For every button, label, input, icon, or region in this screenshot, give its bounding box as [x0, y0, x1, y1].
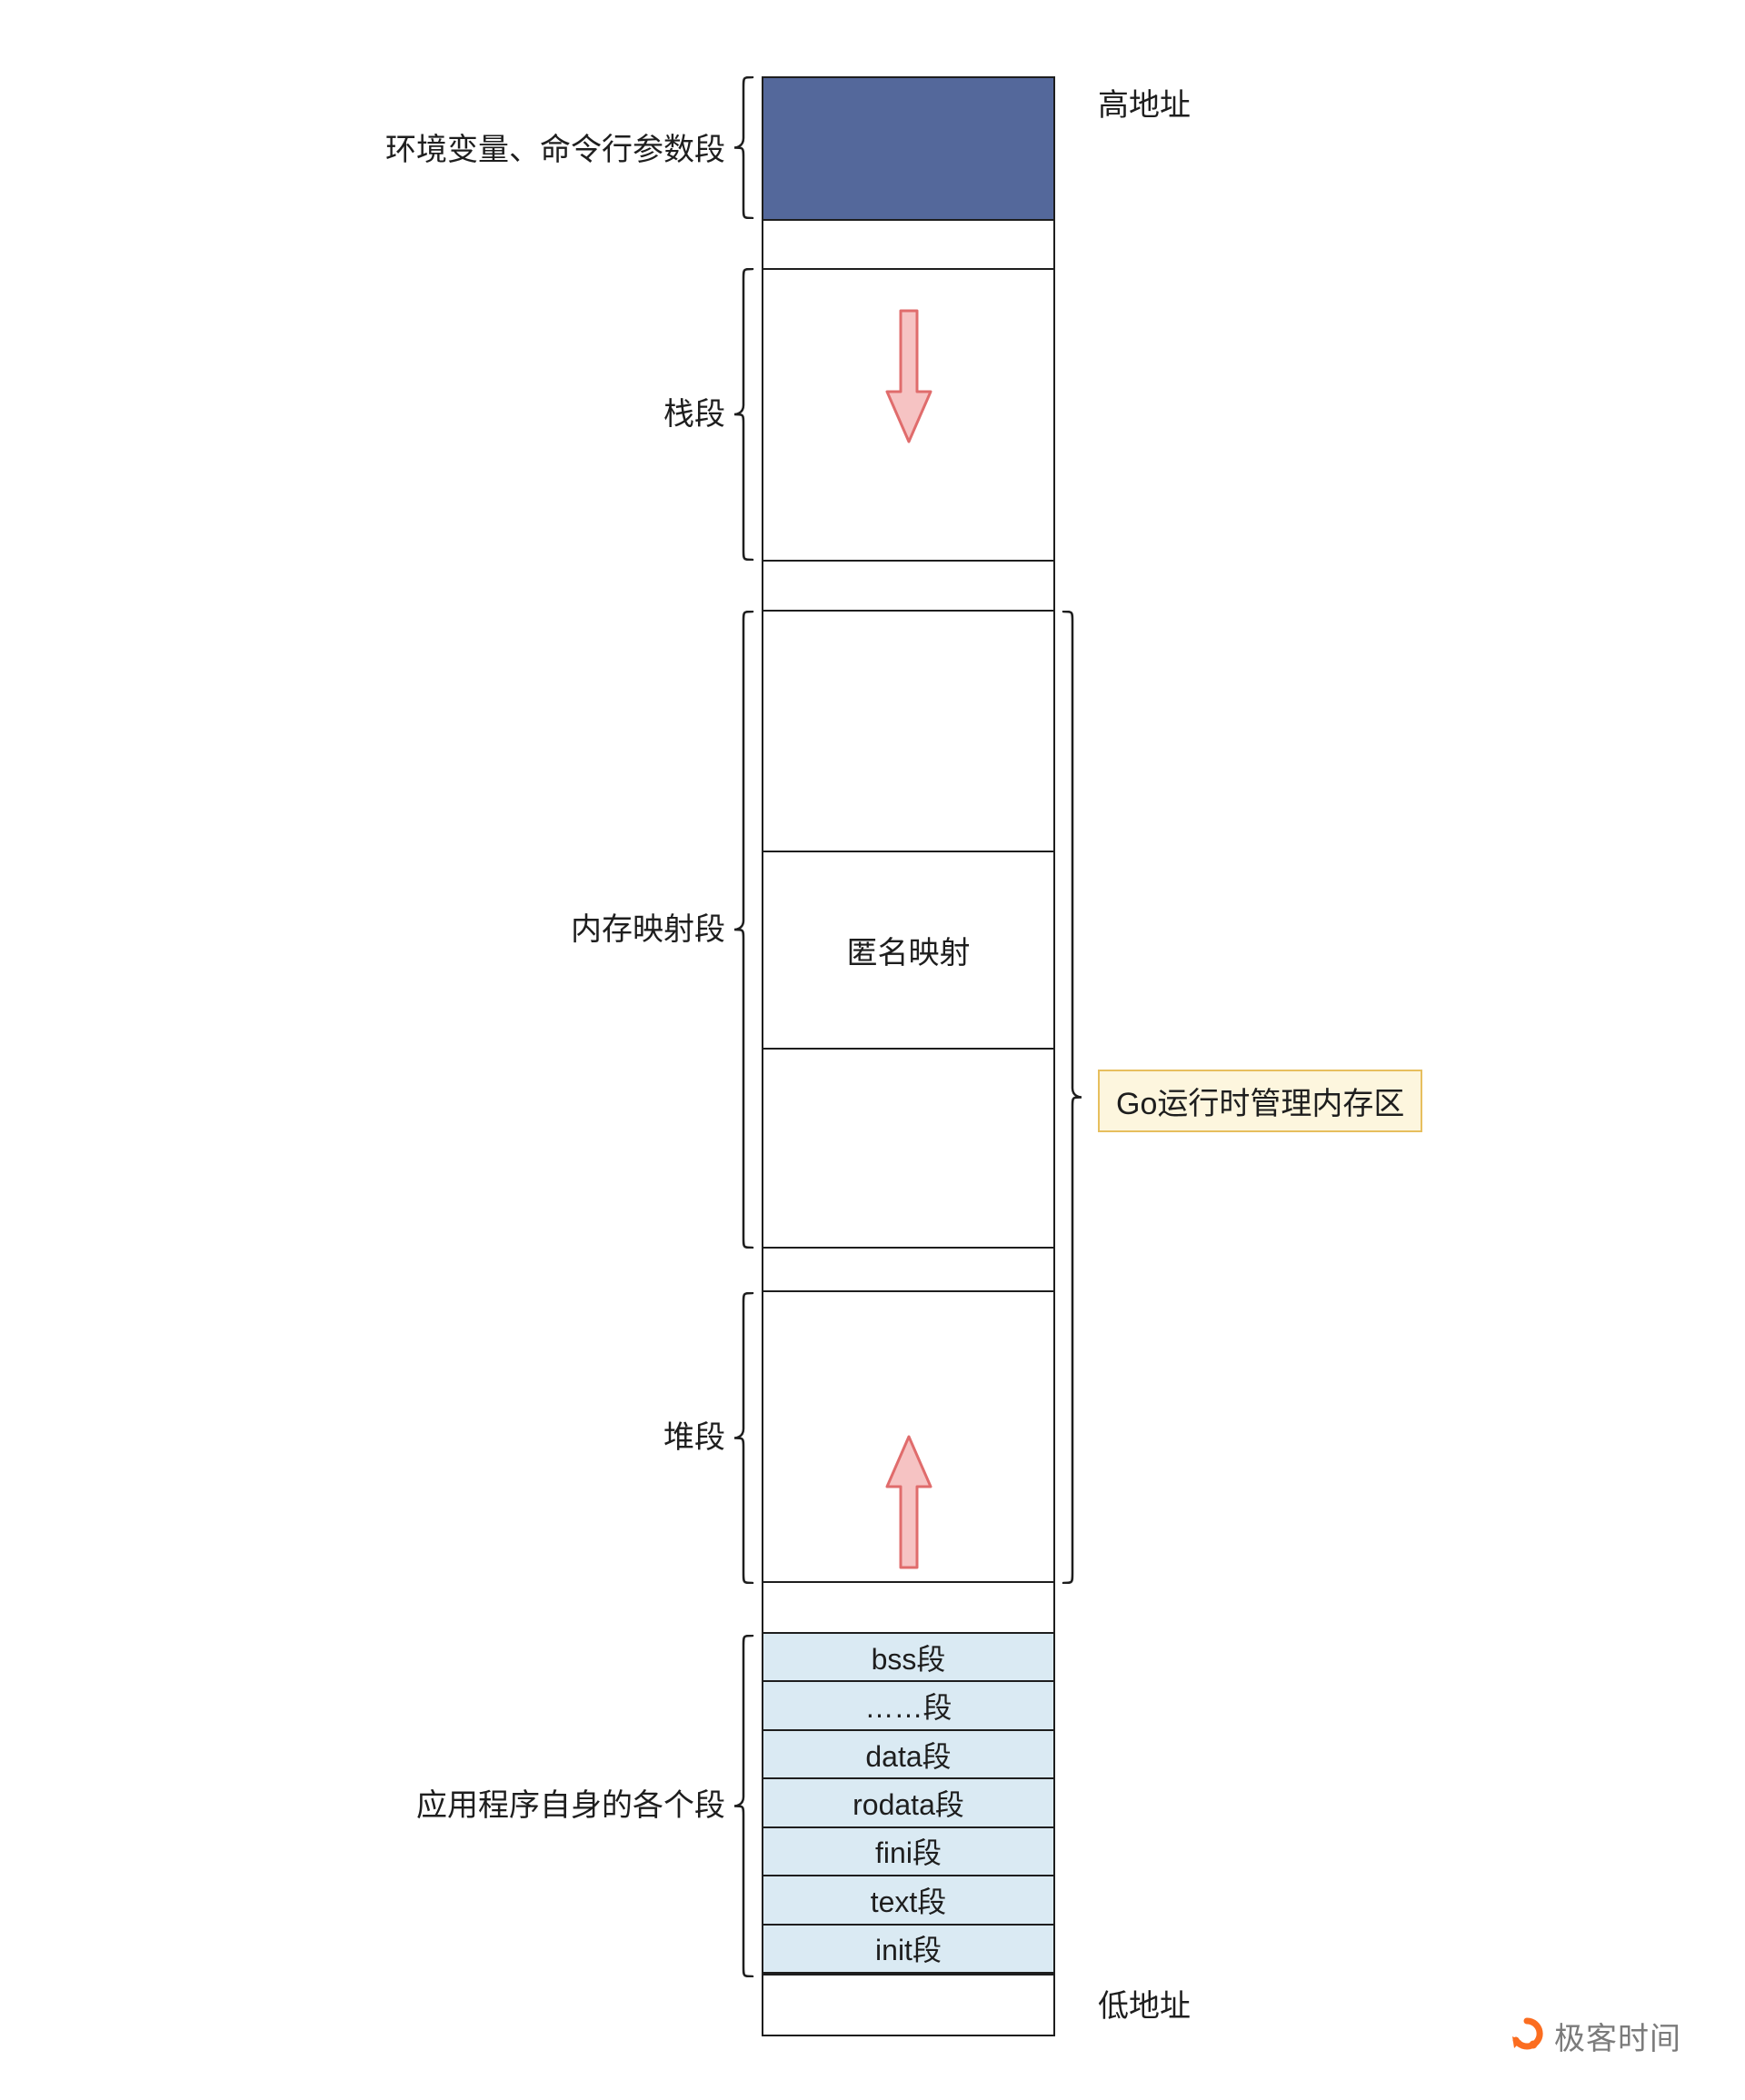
stack-segment-label: 栈段	[663, 397, 725, 432]
heap-bracket	[733, 1292, 754, 1584]
spacer-box	[763, 1583, 1053, 1634]
env-bracket	[733, 76, 754, 219]
heap-growth-arrow-up-icon	[885, 1435, 932, 1569]
app-segment-row-label: text段	[870, 1885, 947, 1918]
geektime-logo-icon	[1512, 2016, 1543, 2049]
stack-bracket	[733, 268, 754, 561]
mmap-segment-label: 内存映射段	[571, 912, 725, 947]
app-segment-row: ……段	[763, 1682, 1053, 1731]
app-segment-row: fini段	[763, 1827, 1053, 1877]
go-runtime-annotation: Go运行时管理内存区	[1098, 1070, 1423, 1132]
anonymous-mapping-label: 匿名映射	[846, 936, 971, 971]
heap-segment-box	[763, 1292, 1053, 1583]
brand-logo: 极客时间	[1509, 2014, 1681, 2058]
app-segment-row: rodata段	[763, 1779, 1053, 1828]
go-runtime-bracket	[1062, 611, 1082, 1584]
mmap-anonymous-box: 匿名映射	[763, 852, 1053, 1050]
app-segment-row-label: rodata段	[853, 1787, 964, 1821]
heap-segment-label: 堆段	[663, 1420, 725, 1455]
app-segment-row-label: init段	[875, 1934, 942, 1967]
spacer-box	[763, 1249, 1053, 1292]
bottom-spacer-box	[763, 1976, 1053, 2035]
mmap-bracket	[733, 611, 754, 1249]
memory-column: 匿名映射 bss段 ……段 data段 rodata段 fini段 text段 …	[762, 76, 1055, 2036]
spacer-box	[763, 221, 1053, 270]
app-segment-row-label: data段	[865, 1739, 952, 1773]
mmap-lower-box	[763, 1050, 1053, 1249]
app-segments-label: 应用程序自身的各个段	[416, 1788, 725, 1823]
env-segment-box	[763, 78, 1053, 221]
brand-text: 极客时间	[1554, 2022, 1681, 2056]
spacer-box	[763, 562, 1053, 612]
stack-growth-arrow-down-icon	[885, 309, 932, 443]
app-segment-row-label: bss段	[871, 1642, 946, 1676]
env-segment-label: 环境变量、命令行参数段	[385, 133, 725, 167]
app-segment-row: data段	[763, 1730, 1053, 1780]
app-segment-row-label: ……段	[864, 1691, 952, 1725]
stack-segment-box	[763, 270, 1053, 562]
app-segments-stack: bss段 ……段 data段 rodata段 fini段 text段 init段	[763, 1633, 1053, 1976]
high-address-label: 高地址	[1098, 88, 1191, 123]
app-segment-row: text段	[763, 1876, 1053, 1926]
app-segment-row: bss段	[763, 1633, 1053, 1683]
mmap-upper-box	[763, 612, 1053, 853]
app-segment-row: init段	[763, 1925, 1053, 1975]
app-segment-row-label: fini段	[875, 1836, 942, 1870]
low-address-label: 低地址	[1098, 1989, 1191, 2024]
app-segments-bracket	[733, 1635, 754, 1977]
